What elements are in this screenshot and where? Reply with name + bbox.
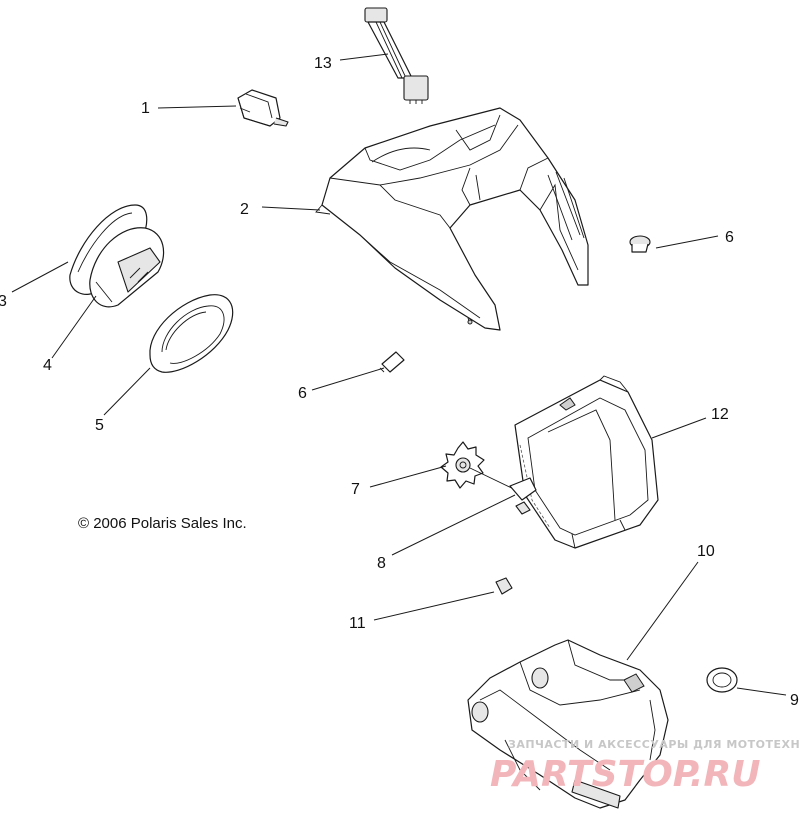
- callout-10: 10: [697, 543, 715, 560]
- part-13-wire-harness: [364, 7, 429, 104]
- callout-6-middle: 6: [298, 385, 307, 402]
- part-12-headlamp: [514, 375, 659, 549]
- callout-5: 5: [95, 417, 104, 434]
- part-8-adjuster-screw: [469, 467, 537, 515]
- part-10-lower-housing: [467, 639, 669, 809]
- callout-3: 3: [0, 293, 7, 310]
- watermark-tagline: ЗАПЧАСТИ И АКСЕССУАРЫ ДЛЯ МОТОТЕХНИКИ: [508, 738, 800, 751]
- part-5-seal-ring: [149, 294, 234, 373]
- part-2-headlight-housing: [315, 107, 589, 331]
- callout-6-upper: 6: [725, 229, 734, 246]
- part-7-adjuster-gear: [440, 441, 485, 489]
- part-6-bulb-middle: [379, 351, 405, 373]
- callout-2: 2: [240, 201, 249, 218]
- part-1-switch: [237, 89, 289, 127]
- callout-4: 4: [43, 357, 52, 374]
- part-6-screw-upper: [629, 235, 651, 253]
- part-4-gauge-body: [89, 227, 165, 308]
- callout-7: 7: [351, 481, 360, 498]
- callout-1: 1: [141, 100, 150, 117]
- callout-12: 12: [711, 406, 729, 423]
- callout-8: 8: [377, 555, 386, 572]
- callout-9: 9: [790, 692, 799, 709]
- callout-11: 11: [349, 615, 366, 632]
- callout-labels: 1 2 3 4 5 6 6 7 8 9 10 11 12 13: [0, 55, 799, 709]
- watermark-brand: PARTSTOP.RU: [490, 754, 760, 795]
- part-9-grommet: [706, 667, 738, 693]
- callout-13: 13: [314, 55, 332, 72]
- watermark: ЗАПЧАСТИ И АКСЕССУАРЫ ДЛЯ МОТОТЕХНИКИ PA…: [490, 738, 800, 795]
- copyright-notice: © 2006 Polaris Sales Inc.: [78, 515, 247, 532]
- part-11-clip: [495, 577, 513, 595]
- leader-lines: [11, 53, 787, 696]
